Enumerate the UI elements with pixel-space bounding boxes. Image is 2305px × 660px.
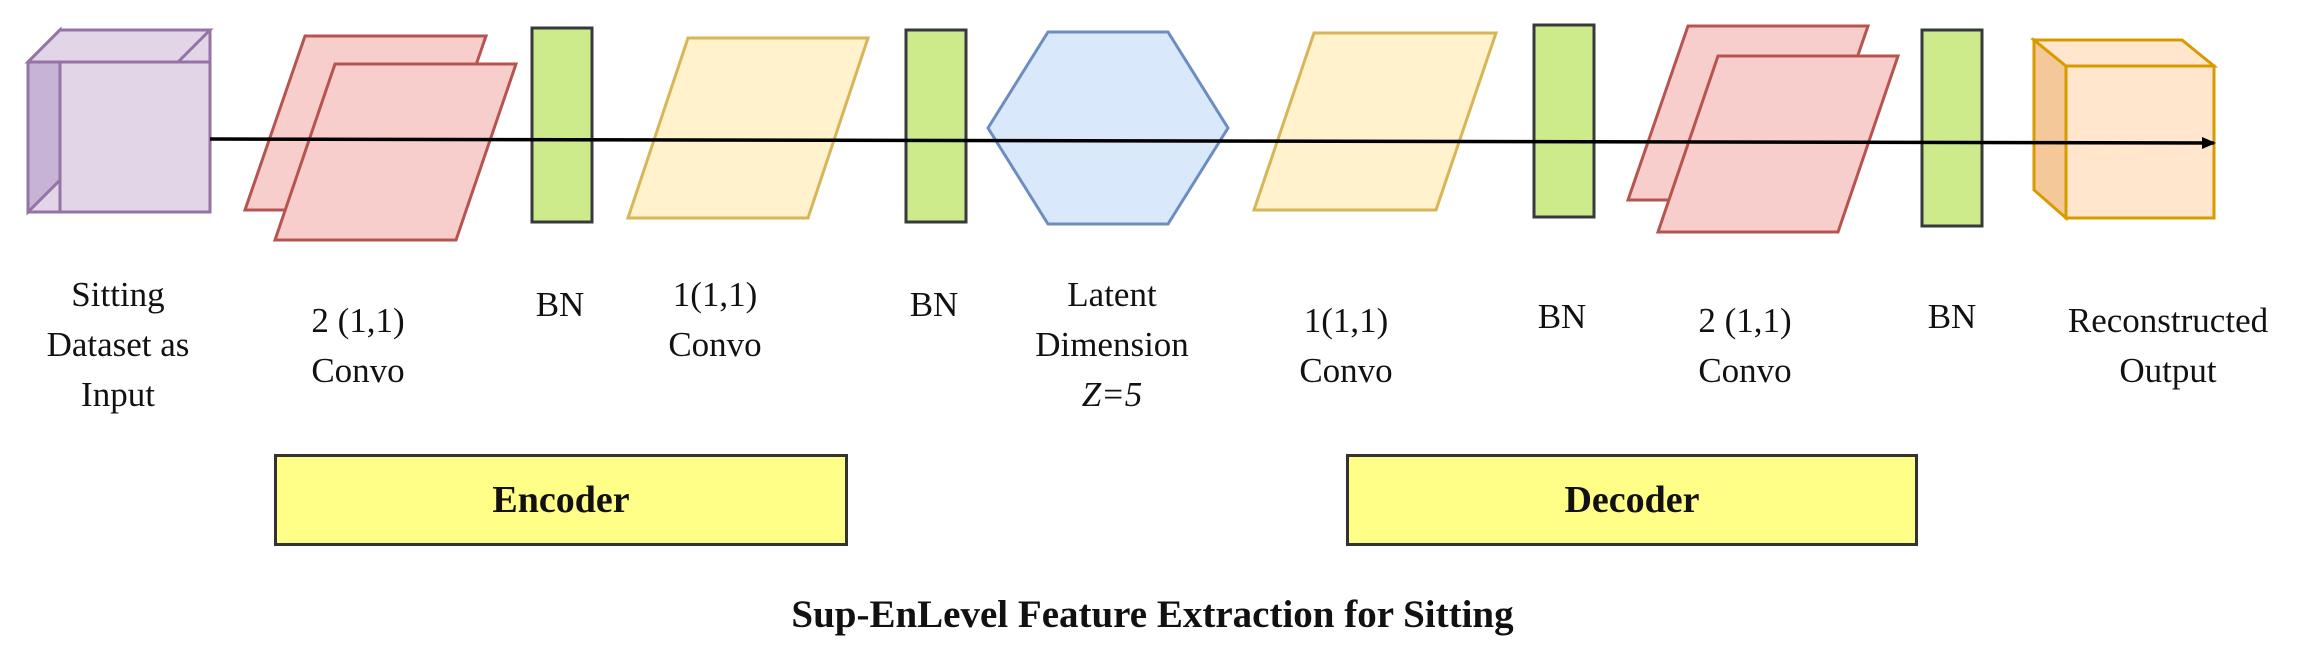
encoder-conv2-label: 2 (1,1) Convo: [311, 296, 404, 396]
decoder-bn1-shape: [1532, 23, 1596, 219]
flow-arrow: [209, 136, 2216, 149]
encoder-bn1-label-text: BN: [535, 285, 585, 324]
encoder-conv1-shape: [625, 36, 871, 220]
input-label-line3: Input: [81, 375, 155, 414]
encoder-bn1-label: BN: [536, 280, 585, 330]
encoder-conv1-label-line2: Convo: [668, 325, 762, 364]
input-label: Sitting Dataset as Input: [47, 270, 190, 420]
encoder-conv2-label-line1: 2 (1,1): [311, 301, 405, 340]
encoder-conv1-label-line1: 1(1,1): [672, 275, 758, 314]
decoder-conv2-label-line2: Convo: [1698, 351, 1792, 390]
latent-label: Latent Dimension Z=5: [1035, 270, 1189, 420]
encoder-bn2-label: BN: [910, 280, 959, 330]
encoder-box-label: Encoder: [492, 479, 630, 521]
encoder-bn1-shape: [530, 26, 594, 224]
decoder-conv1-label-line2: Convo: [1299, 351, 1393, 390]
latent-label-line1: Latent: [1067, 275, 1157, 314]
output-label-line2: Output: [2119, 351, 2217, 390]
decoder-box-label: Decoder: [1564, 479, 1700, 521]
decoder-conv1-label-line1: 1(1,1): [1303, 301, 1389, 340]
decoder-bn1-label-text: BN: [1537, 297, 1587, 336]
encoder-conv1-label: 1(1,1) Convo: [668, 270, 761, 370]
input-label-line2: Dataset as: [46, 325, 190, 364]
decoder-conv2-label-line1: 2 (1,1): [1698, 301, 1792, 340]
decoder-conv2-shape: [1625, 24, 1901, 234]
latent-label-line2: Dimension: [1035, 325, 1189, 364]
encoder-box: Encoder: [274, 454, 848, 546]
decoder-conv2-label: 2 (1,1) Convo: [1698, 296, 1791, 396]
encoder-bn2-label-text: BN: [909, 285, 959, 324]
encoder-conv2-shape: [242, 34, 519, 242]
latent-hexagon: [986, 30, 1230, 226]
decoder-conv1-label: 1(1,1) Convo: [1299, 296, 1392, 396]
decoder-bn1-label: BN: [1538, 292, 1587, 342]
decoder-bn2-shape: [1920, 28, 1984, 228]
output-label: Reconstructed Output: [2068, 296, 2268, 396]
encoder-bn2-shape: [904, 28, 968, 224]
output-label-line1: Reconstructed: [2067, 301, 2269, 340]
input-label-line1: Sitting: [71, 275, 165, 314]
output-cube: [2029, 36, 2219, 222]
encoder-conv2-label-line2: Convo: [311, 351, 405, 390]
decoder-box: Decoder: [1346, 454, 1918, 546]
latent-label-line3: Z=5: [1081, 375, 1143, 414]
input-cube: [24, 26, 214, 216]
decoder-bn2-label: BN: [1928, 292, 1977, 342]
figure-caption: Sup-EnLevel Feature Extraction for Sitti…: [791, 593, 1514, 636]
decoder-conv1-shape: [1251, 31, 1499, 212]
decoder-bn2-label-text: BN: [1927, 297, 1977, 336]
